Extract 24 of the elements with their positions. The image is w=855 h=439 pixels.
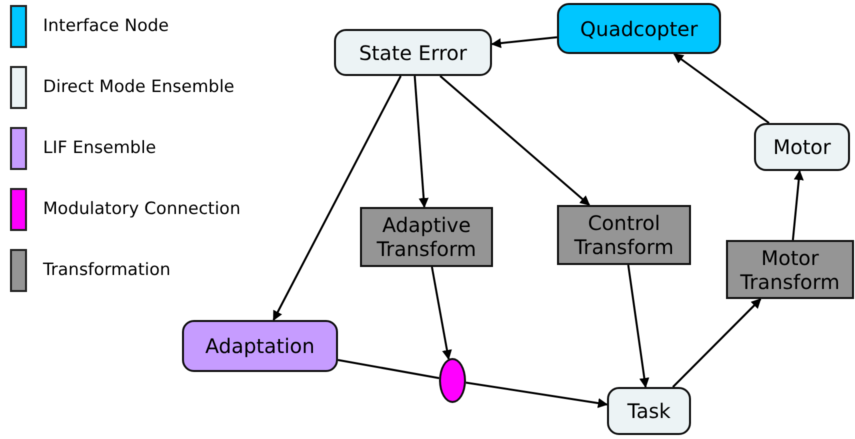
arrow: [792, 170, 804, 240]
modulatory-ellipse: [439, 358, 466, 403]
ensemble-node: Motor: [754, 123, 850, 171]
transform-box: Control Transform: [557, 205, 691, 265]
legend-label: LIF Ensemble: [43, 136, 156, 160]
ensemble-node: State Error: [334, 29, 492, 76]
legend-label: Transformation: [43, 258, 171, 282]
arrow: [672, 298, 762, 388]
arrow: [414, 76, 429, 208]
arrow: [673, 53, 770, 124]
arrow: [430, 266, 452, 360]
arrow: [491, 36, 558, 48]
arrow: [272, 76, 402, 321]
ensemble-node: Task: [607, 387, 691, 435]
arrow: [627, 264, 650, 388]
legend-label: Modulatory Connection: [43, 198, 240, 221]
ensemble-node: Adaptation: [182, 320, 338, 372]
arrow: [440, 75, 590, 206]
arrow: [466, 382, 608, 408]
transform-box: Adaptive Transform: [360, 207, 493, 267]
legend-label: Direct Mode Ensemble: [43, 76, 234, 99]
legend-label: Interface Node: [43, 14, 169, 38]
interface-node: Quadcopter: [557, 3, 721, 54]
transform-box: Motor Transform: [726, 240, 854, 299]
